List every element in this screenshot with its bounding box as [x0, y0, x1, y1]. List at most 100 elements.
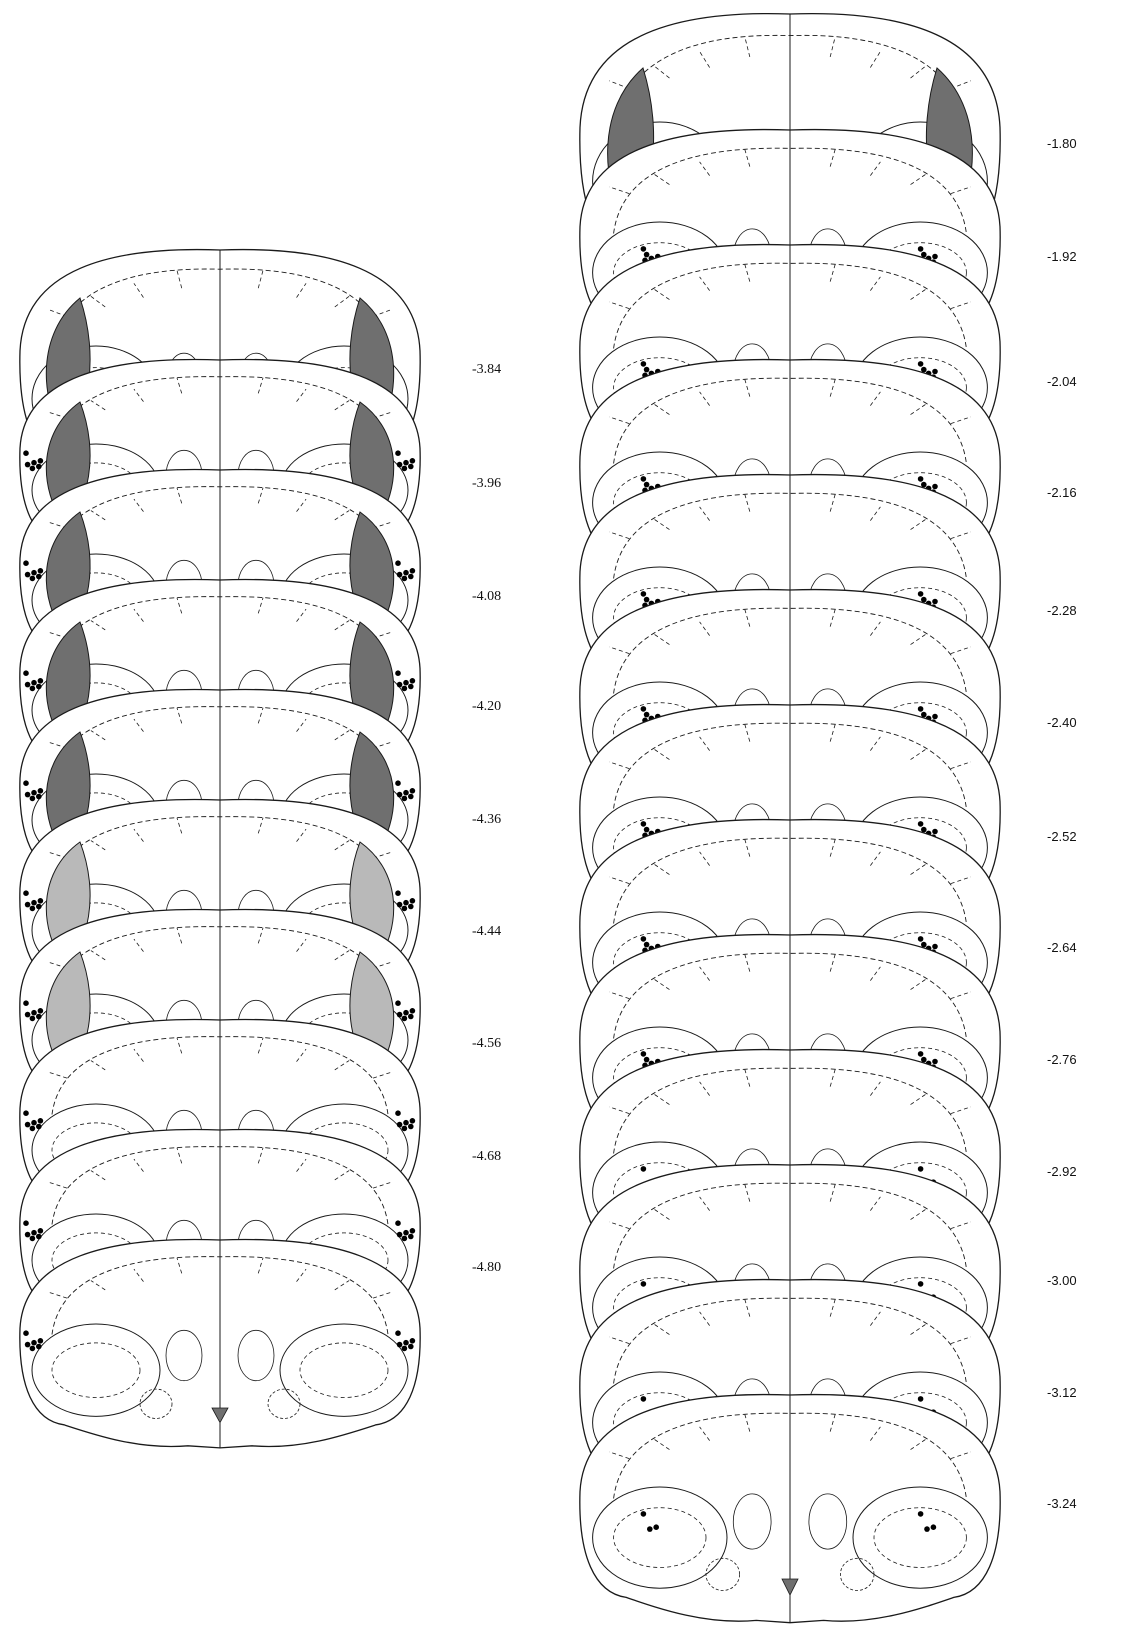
labeled-cell-dot	[932, 484, 938, 490]
labeled-cell-dot	[397, 462, 403, 468]
labeled-cell-dot	[36, 684, 42, 690]
labeled-cell-dot	[403, 1340, 409, 1346]
labeled-cell-dot	[397, 792, 403, 798]
labeled-cell-dot	[921, 252, 927, 258]
labeled-cell-dot	[918, 936, 924, 942]
labeled-cell-dot	[408, 904, 414, 910]
labeled-cell-dot	[653, 1524, 659, 1530]
labeled-cell-dot	[408, 684, 414, 690]
labeled-cell-dot	[641, 1281, 647, 1287]
left-column-labels: -3.84 -3.96 -4.08 -4.20 -4.36 -4.44 -4.5…	[472, 362, 501, 1275]
labeled-cell-dot	[23, 890, 29, 896]
level-label: -3.96	[472, 476, 501, 491]
level-label: -2.28	[1047, 603, 1077, 618]
labeled-cell-dot	[410, 568, 416, 574]
labeled-cell-dot	[403, 570, 409, 576]
labeled-cell-dot	[31, 1340, 37, 1346]
labeled-cell-dot	[918, 1051, 924, 1057]
labeled-cell-dot	[403, 1230, 409, 1236]
labeled-cell-dot	[647, 1526, 653, 1532]
labeled-cell-dot	[641, 1051, 647, 1057]
labeled-cell-dot	[36, 794, 42, 800]
labeled-cell-dot	[31, 790, 37, 796]
level-label: -4.20	[472, 699, 501, 714]
labeled-cell-dot	[408, 1234, 414, 1240]
labeled-cell-dot	[23, 670, 29, 676]
labeled-cell-dot	[641, 246, 647, 252]
labeled-cell-dot	[644, 482, 650, 488]
labeled-cell-dot	[402, 686, 408, 692]
brain-section	[580, 1395, 1000, 1623]
labeled-cell-dot	[641, 821, 647, 827]
level-label: -1.80	[1047, 136, 1077, 151]
labeled-cell-dot	[408, 1344, 414, 1350]
right-column-labels: -1.80 -1.92 -2.04 -2.16 -2.28 -2.40 -2.5…	[1047, 136, 1077, 1511]
labeled-cell-dot	[38, 568, 44, 574]
labeled-cell-dot	[30, 906, 36, 912]
labeled-cell-dot	[23, 560, 29, 566]
labeled-cell-dot	[644, 597, 650, 603]
labeled-cell-dot	[25, 682, 31, 688]
level-label: -2.04	[1047, 374, 1077, 389]
labeled-cell-dot	[402, 466, 408, 472]
labeled-cell-dot	[410, 678, 416, 684]
labeled-cell-dot	[403, 790, 409, 796]
labeled-cell-dot	[25, 572, 31, 578]
labeled-cell-dot	[644, 712, 650, 718]
labeled-cell-dot	[395, 890, 401, 896]
labeled-cell-dot	[25, 792, 31, 798]
labeled-cell-dot	[403, 1120, 409, 1126]
labeled-cell-dot	[641, 361, 647, 367]
labeled-cell-dot	[918, 476, 924, 482]
labeled-cell-dot	[25, 1012, 31, 1018]
labeled-cell-dot	[30, 1346, 36, 1352]
labeled-cell-dot	[30, 1236, 36, 1242]
labeled-cell-dot	[31, 900, 37, 906]
labeled-cell-dot	[641, 706, 647, 712]
labeled-cell-dot	[921, 1057, 927, 1063]
labeled-cell-dot	[932, 829, 938, 835]
labeled-cell-dot	[921, 942, 927, 948]
level-label: -4.56	[472, 1036, 501, 1051]
labeled-cell-dot	[36, 904, 42, 910]
labeled-cell-dot	[644, 252, 650, 258]
labeled-cell-dot	[23, 1220, 29, 1226]
labeled-cell-dot	[921, 482, 927, 488]
labeled-cell-dot	[921, 597, 927, 603]
labeled-cell-dot	[395, 1220, 401, 1226]
labeled-cell-dot	[918, 1281, 924, 1287]
level-label: -3.12	[1047, 1385, 1077, 1400]
labeled-cell-dot	[402, 576, 408, 582]
labeled-cell-dot	[397, 1122, 403, 1128]
labeled-cell-dot	[918, 1396, 924, 1402]
labeled-cell-dot	[644, 367, 650, 373]
labeled-cell-dot	[38, 1118, 44, 1124]
labeled-cell-dot	[25, 1122, 31, 1128]
labeled-cell-dot	[31, 1120, 37, 1126]
labeled-cell-dot	[402, 1016, 408, 1022]
level-label: -2.40	[1047, 715, 1077, 730]
labeled-cell-dot	[395, 1110, 401, 1116]
level-label: -2.92	[1047, 1164, 1077, 1179]
labeled-cell-dot	[23, 1110, 29, 1116]
labeled-cell-dot	[641, 1166, 647, 1172]
level-label: -4.80	[472, 1260, 501, 1275]
right-slice-stack	[580, 14, 1000, 1623]
labeled-cell-dot	[921, 827, 927, 833]
labeled-cell-dot	[23, 450, 29, 456]
labeled-cell-dot	[397, 1012, 403, 1018]
labeled-cell-dot	[36, 464, 42, 470]
labeled-cell-dot	[31, 1230, 37, 1236]
labeled-cell-dot	[918, 1166, 924, 1172]
labeled-cell-dot	[932, 599, 938, 605]
level-label: -2.16	[1047, 485, 1077, 500]
labeled-cell-dot	[25, 1232, 31, 1238]
brain-section	[20, 1240, 420, 1448]
labeled-cell-dot	[23, 1000, 29, 1006]
labeled-cell-dot	[403, 460, 409, 466]
left-slice-stack	[20, 250, 420, 1448]
labeled-cell-dot	[641, 476, 647, 482]
labeled-cell-dot	[30, 466, 36, 472]
labeled-cell-dot	[397, 902, 403, 908]
